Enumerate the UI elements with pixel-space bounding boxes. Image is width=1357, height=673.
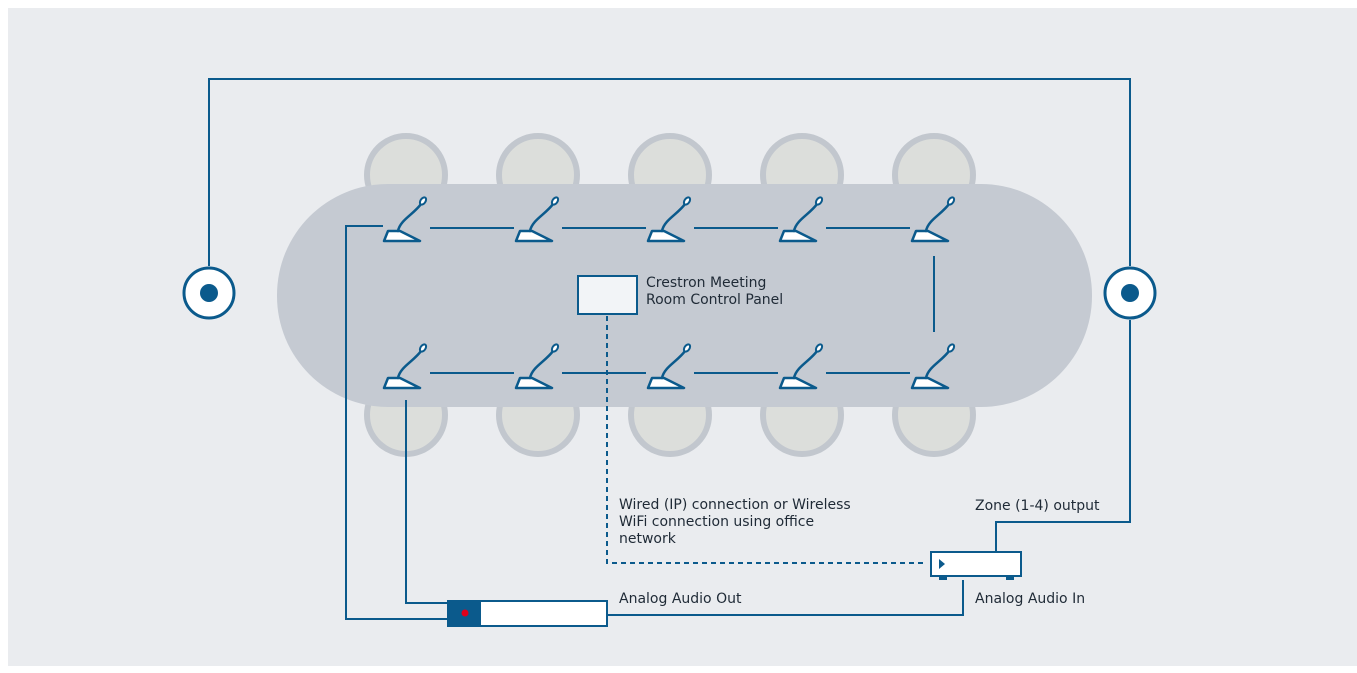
network-link (606, 316, 924, 564)
control-panel-label: Crestron Meeting Room Control Panel (646, 275, 783, 309)
network-label-line: Wired (IP) connection or Wireless (619, 497, 851, 513)
conference-table (277, 184, 1092, 407)
network-connection-label: Wired (IP) connection or Wireless WiFi c… (619, 497, 851, 548)
wiring (208, 78, 1131, 620)
amplifier-icon (930, 551, 1022, 580)
control-panel-label-line: Room Control Panel (646, 292, 784, 308)
analog-audio-in-label: Analog Audio In (975, 591, 1086, 607)
analog-audio-out-label: Analog Audio Out (619, 591, 742, 607)
central-unit-icon (447, 600, 608, 627)
control-panel-label-line: Crestron Meeting (646, 275, 767, 291)
speaker-cable-top (208, 78, 1131, 266)
loudspeaker-right-icon (1103, 266, 1157, 320)
control-panel-icon (577, 275, 638, 315)
loudspeaker-left-icon (182, 266, 236, 320)
network-label-line: network (619, 531, 676, 547)
network-label-line: WiFi connection using office (619, 514, 815, 530)
trunk-cable-bottom (405, 400, 448, 604)
zone-output-cable (995, 320, 1131, 552)
analog-audio-cable (607, 580, 964, 616)
trunk-cable-top (345, 225, 448, 620)
zone-output-label: Zone (1-4) output (975, 498, 1100, 514)
